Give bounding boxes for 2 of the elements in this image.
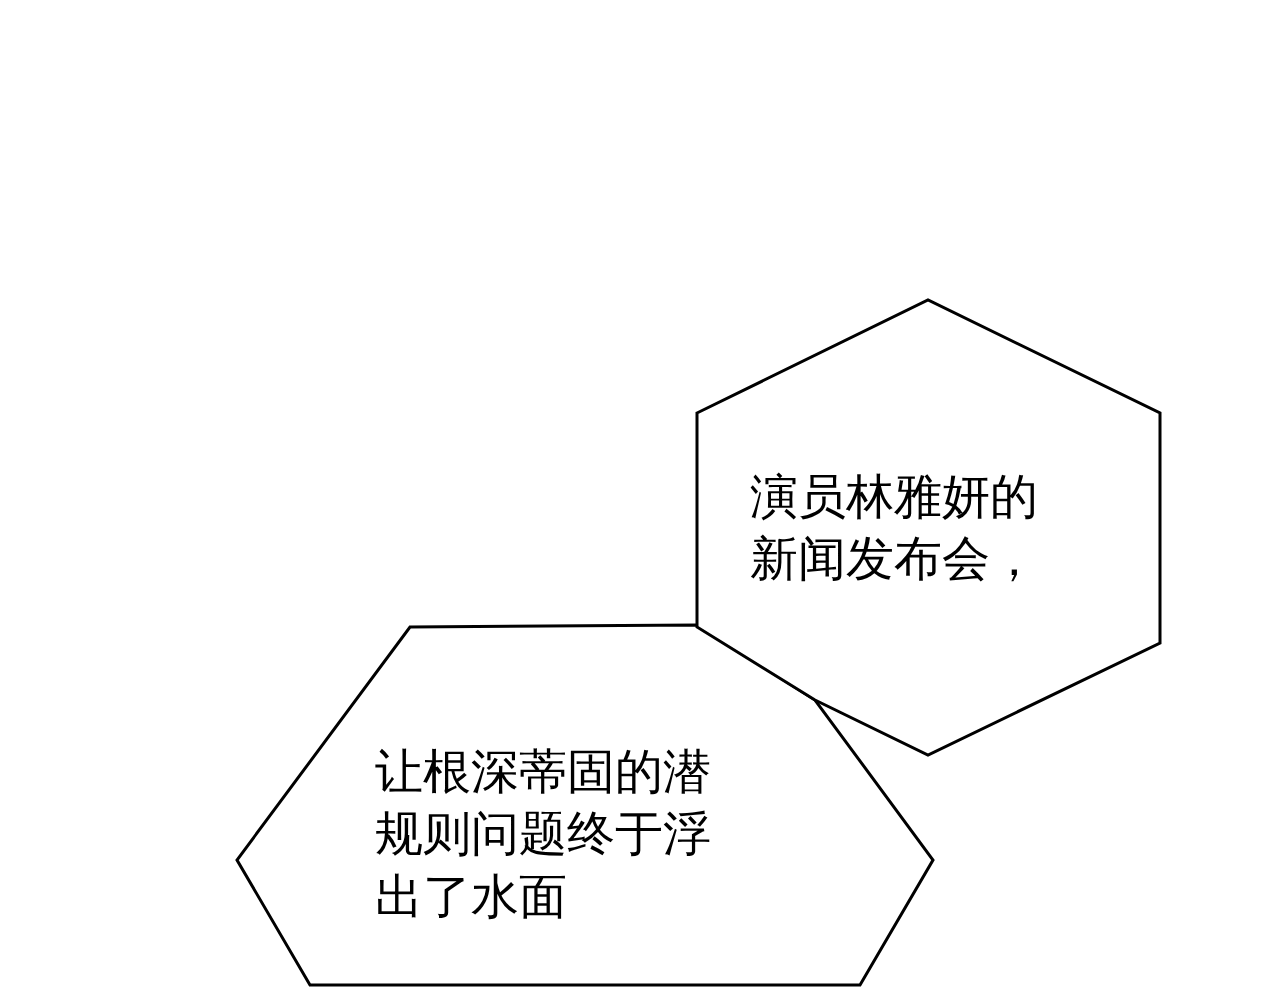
speech-text: 演员林雅妍的新闻发布会， (750, 467, 1039, 589)
speech-text: 让根深蒂固的潜规则问题终于浮出了水面 (375, 742, 712, 926)
